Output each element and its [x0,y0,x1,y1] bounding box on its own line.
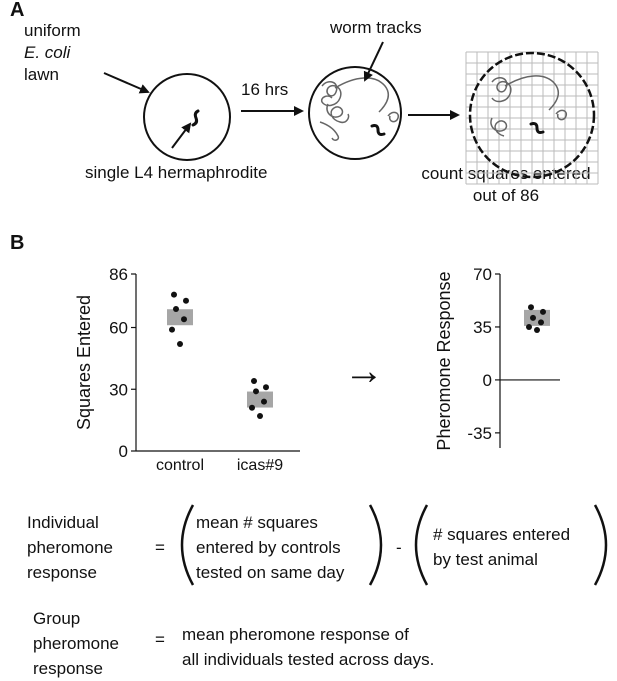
worm-arrow [171,122,192,149]
data-point [183,297,189,304]
data-point [181,316,187,323]
term1-line3: tested on same day [196,563,345,582]
y-tick-label: 0 [483,371,492,390]
group-label-line3: response [33,659,103,678]
data-point [263,384,269,391]
individual-label-line1: Individual [27,513,99,532]
worm-label: single L4 hermaphrodite [85,163,268,182]
data-point [169,326,175,333]
data-point [530,314,536,321]
data-point [540,308,546,315]
lawn-label-line1: uniform [24,21,81,40]
parentheses [180,504,608,586]
panel-b-letter: B [10,232,25,254]
data-point [251,378,257,385]
data-point [253,388,259,395]
group-definition: mean pheromone response of all individua… [182,622,434,672]
panel-a-diagram [103,41,599,185]
x-tick-label: icas#9 [237,457,283,474]
worm-1 [191,109,200,127]
data-point [534,326,540,333]
term1-line2: entered by controls [196,538,341,557]
lawn-label-line2: E. coli [24,43,71,62]
worm-2 [370,124,386,136]
term2-line1: # squares entered [433,525,571,544]
lawn-label-line3: lawn [24,65,59,84]
individual-label-line3: response [27,563,97,582]
data-point [171,291,177,298]
term2-line2: by test animal [433,550,538,569]
panel-a-letter: A [10,0,25,21]
lawn-arrow [103,72,150,94]
pheromone-response-chart: -35 0 35 70 Pheromone Response [434,265,560,451]
worm-tracks-2 [319,77,400,141]
term1: mean # squares entered by controls teste… [196,510,344,585]
data-point [528,304,534,311]
mean-bar [524,309,550,326]
tracks-arrow [363,41,384,82]
y-tick-label: 30 [109,380,128,399]
individual-label-line2: pheromone [27,538,114,557]
y-tick-label: 70 [473,265,492,284]
count-label-line2: out of 86 [472,186,540,205]
plate-1 [143,73,231,161]
data-point [177,340,183,347]
y-axis-label: Pheromone Response [434,271,454,450]
group-label-line2: pheromone [33,634,120,653]
y-tick-label: -35 [467,424,492,443]
equals-sign-1: = [155,538,165,557]
data-point [538,319,544,326]
y-tick-label: 86 [109,265,128,284]
grid-plate [465,51,599,185]
individual-label: Individual pheromone response [27,510,113,585]
group-label-line1: Group [33,609,81,628]
data-point [173,305,179,312]
panel-b-arrow: → [344,349,384,393]
data-point [249,404,255,411]
term2: # squares entered by test animal [433,522,570,572]
lawn-label: uniform E. coli lawn [24,20,81,86]
mean-bar [167,309,193,326]
y-tick-label: 35 [473,318,492,337]
tracks-label: worm tracks [330,18,422,37]
minus-sign: - [396,538,402,557]
data-point [257,413,263,420]
group-definition-line1: mean pheromone response of [182,625,409,644]
data-point [526,323,532,330]
group-label: Group pheromone response [33,606,119,681]
time-label: 16 hrs [241,80,289,99]
term1-line1: mean # squares [196,513,318,532]
plate-2 [308,66,402,160]
group-definition-line2: all individuals tested across days. [182,650,435,669]
y-axis-label: Squares Entered [74,295,94,430]
x-tick-label: control [156,457,204,474]
equals-sign-2: = [155,630,165,649]
y-tick-label: 60 [109,319,128,338]
data-point [261,398,267,405]
mean-bar [247,391,273,408]
y-tick-label: 0 [119,442,128,461]
